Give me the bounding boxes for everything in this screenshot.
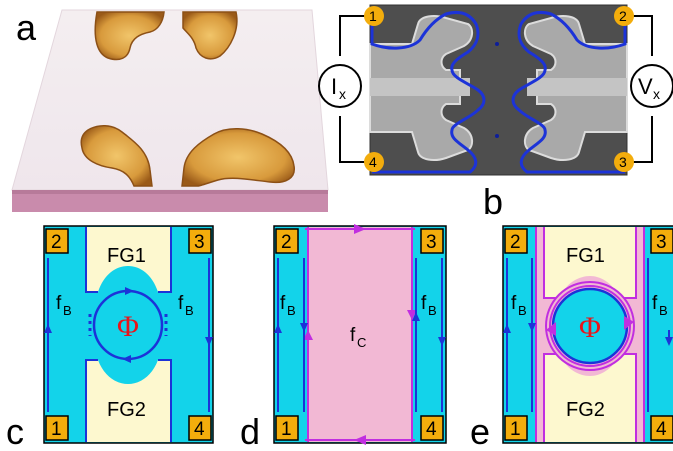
voltage-meter-symbol: V bbox=[638, 74, 653, 99]
current-meter-sub: x bbox=[339, 86, 346, 102]
contact-box-d-1: 1 bbox=[275, 415, 299, 441]
contact-box-d-2: 2 bbox=[275, 228, 299, 254]
filling-right-c-sub: B bbox=[185, 303, 194, 318]
filling-left-c-symbol: f bbox=[56, 293, 62, 314]
filling-center-d-sub: C bbox=[357, 335, 366, 350]
panel-label-a: a bbox=[16, 7, 37, 48]
contact-marker-1-label: 1 bbox=[369, 8, 377, 24]
gate-label-fg2-e: FG2 bbox=[566, 399, 605, 421]
contact-box-d-3: 3 bbox=[420, 228, 444, 254]
filling-right-e-sub: B bbox=[659, 303, 668, 318]
flux-label-c: Φ bbox=[117, 310, 139, 343]
edge-boundary-left bbox=[370, 8, 486, 174]
filling-label-right-d: f B bbox=[421, 293, 437, 318]
panel-label-c: c bbox=[6, 411, 24, 451]
gold-pad-bottom-left bbox=[80, 125, 153, 187]
filling-label-right-c: f B bbox=[178, 293, 194, 318]
voltage-meter: V x bbox=[630, 64, 673, 108]
flux-label-e: Φ bbox=[579, 311, 601, 344]
current-meter: I x bbox=[318, 64, 362, 108]
contact-box-c-4-label: 4 bbox=[194, 419, 205, 440]
contact-box-c-2: 2 bbox=[45, 228, 69, 254]
current-meter-symbol: I bbox=[331, 74, 337, 99]
gold-pad-top-left bbox=[94, 11, 165, 61]
filling-right-e-symbol: f bbox=[652, 293, 658, 314]
contact-marker-3: 3 bbox=[614, 152, 634, 172]
contact-marker-3-label: 3 bbox=[619, 154, 627, 170]
contact-box-c-4: 4 bbox=[188, 415, 212, 441]
contact-box-e-2: 2 bbox=[504, 228, 528, 254]
contact-box-d-4-label: 4 bbox=[426, 419, 437, 440]
contact-marker-4: 4 bbox=[364, 152, 384, 172]
filling-center-d-symbol: f bbox=[350, 325, 356, 346]
filling-label-left-d: f B bbox=[280, 293, 296, 318]
gold-pad-top-right bbox=[182, 11, 238, 60]
contact-box-c-3-label: 3 bbox=[194, 232, 205, 253]
gate-label-fg2-c: FG2 bbox=[107, 399, 146, 421]
contact-marker-4-label: 4 bbox=[369, 154, 377, 170]
filling-right-d-sub: B bbox=[428, 303, 437, 318]
contact-box-d-3-label: 3 bbox=[426, 232, 437, 253]
contact-box-e-4-label: 4 bbox=[656, 419, 667, 440]
panel-d-schematic: 2 3 1 4 f B f B f C d bbox=[240, 224, 447, 451]
contact-box-e-4: 4 bbox=[650, 415, 673, 441]
contact-marker-2-label: 2 bbox=[619, 8, 627, 24]
voltage-meter-sub: x bbox=[653, 86, 660, 102]
panel-label-d: d bbox=[240, 411, 260, 451]
panel-a-device-render: a bbox=[11, 7, 329, 212]
filling-label-right-e: f B bbox=[652, 293, 668, 318]
filling-left-d-sub: B bbox=[287, 303, 296, 318]
filling-label-left-c: f B bbox=[56, 293, 72, 318]
filling-left-d-symbol: f bbox=[280, 293, 286, 314]
panel-label-e: e bbox=[470, 411, 490, 451]
filling-left-c-sub: B bbox=[63, 303, 72, 318]
contact-box-e-1: 1 bbox=[504, 415, 528, 441]
gold-pad-bottom-right bbox=[181, 128, 295, 187]
contact-box-d-1-label: 1 bbox=[281, 419, 292, 440]
panel-e-schematic: 2 3 1 4 FG1 FG2 Φ f B f B e bbox=[470, 225, 673, 451]
gate-label-fg1-e: FG1 bbox=[566, 245, 605, 267]
filling-label-left-e: f B bbox=[511, 293, 527, 318]
contact-box-d-2-label: 2 bbox=[281, 232, 292, 253]
panel-label-b: b bbox=[483, 181, 503, 222]
filling-left-e-symbol: f bbox=[511, 293, 517, 314]
contact-marker-2: 2 bbox=[614, 6, 634, 26]
contact-box-c-3: 3 bbox=[188, 228, 212, 254]
filling-label-center-d: f C bbox=[350, 325, 366, 350]
gate-label-fg1-c: FG1 bbox=[107, 245, 146, 267]
contact-box-c-1-label: 1 bbox=[51, 419, 62, 440]
contact-box-e-2-label: 2 bbox=[510, 232, 521, 253]
contact-box-e-3: 3 bbox=[650, 228, 673, 254]
contact-box-c-2-label: 2 bbox=[51, 232, 62, 253]
contact-box-e-1-label: 1 bbox=[510, 419, 521, 440]
filling-left-e-sub: B bbox=[518, 303, 527, 318]
panel-c-schematic: 2 3 1 4 FG1 FG2 Φ f B f B c bbox=[6, 225, 214, 451]
contact-box-e-3-label: 3 bbox=[656, 232, 667, 253]
panel-b-micrograph: I x V x 1 2 3 4 b bbox=[318, 4, 673, 222]
filling-right-c-symbol: f bbox=[178, 293, 184, 314]
contact-box-d-4: 4 bbox=[420, 415, 444, 441]
contact-box-c-1: 1 bbox=[45, 415, 69, 441]
contact-marker-1: 1 bbox=[364, 6, 384, 26]
edge-boundary-right bbox=[511, 8, 627, 174]
filling-right-d-symbol: f bbox=[421, 293, 427, 314]
